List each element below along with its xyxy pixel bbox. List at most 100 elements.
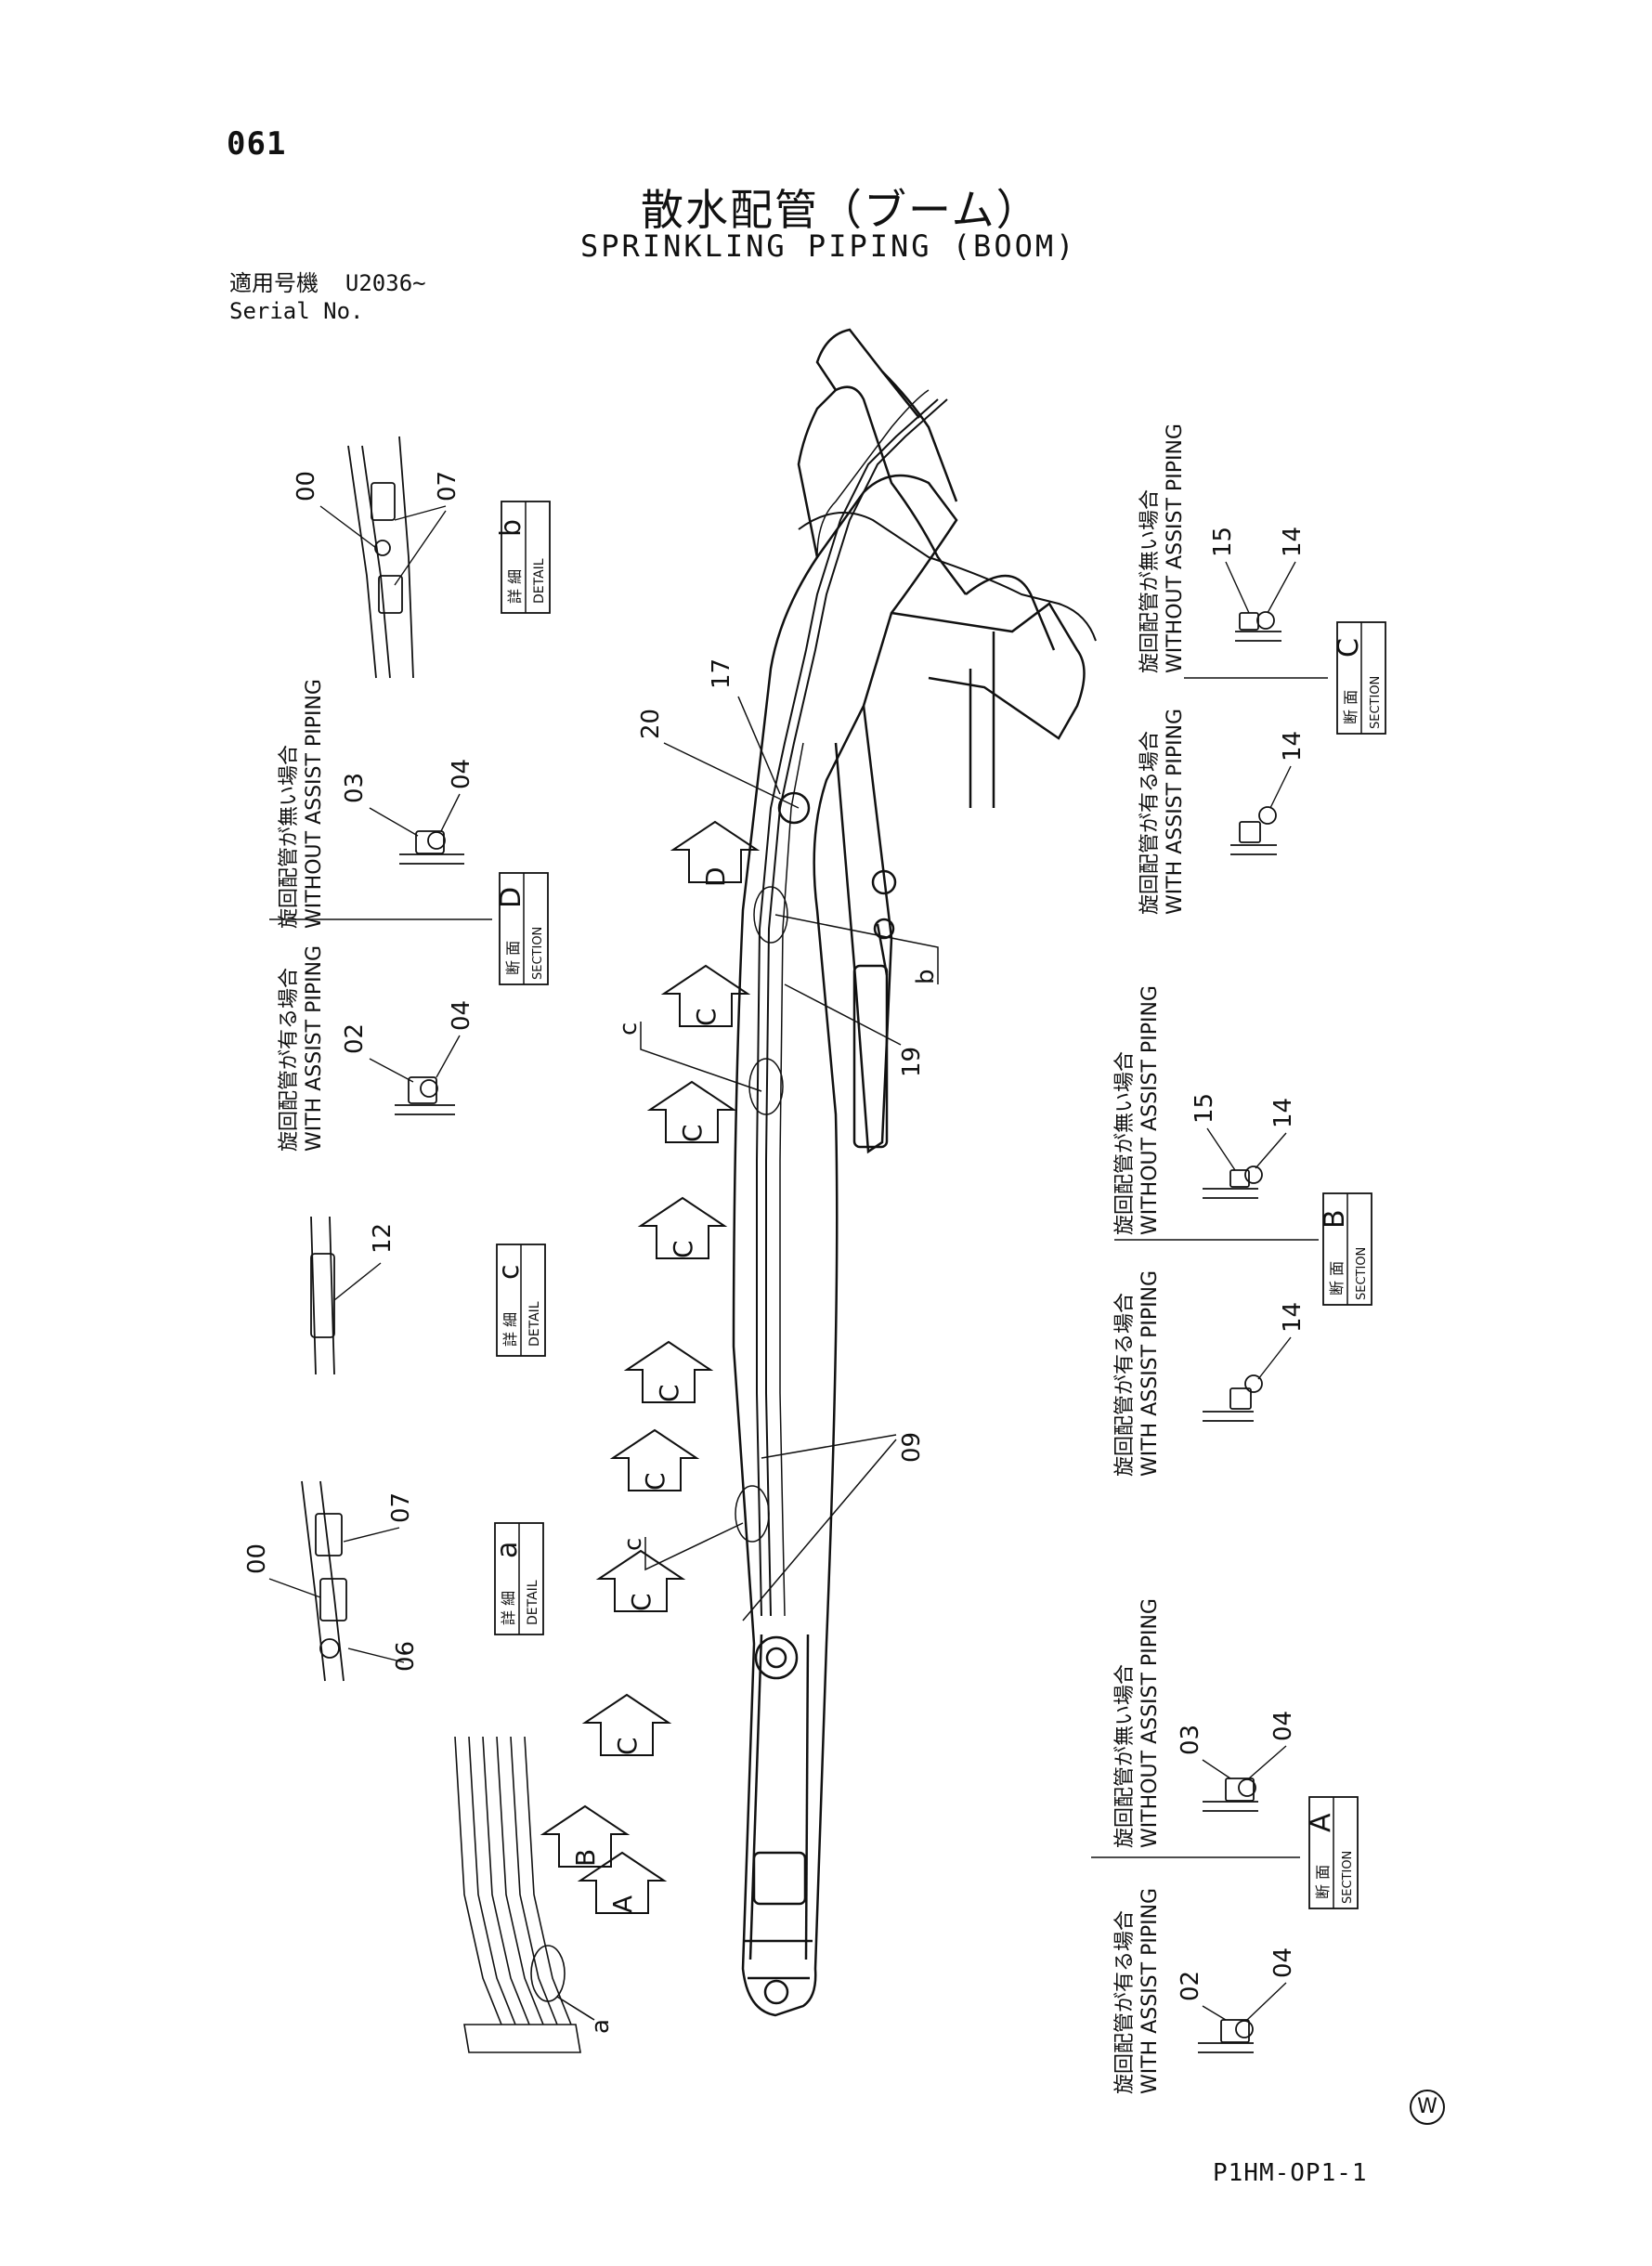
left-labels: 旋回配管が無い場合 WITHOUT ASSIST PIPING 旋回配管が有る場… [278, 679, 326, 1152]
detail-b-jp: 詳 細 [506, 569, 524, 604]
callout-c-upper: c [615, 1022, 643, 1035]
section-c-box: 断 面 SECTION C [1333, 621, 1386, 735]
callout-20: 20 [637, 709, 665, 739]
section-c-jp: 断 面 [1342, 690, 1359, 724]
section-d-en: SECTION [531, 927, 545, 980]
section-a-box: 断 面 SECTION A [1305, 1796, 1359, 1909]
arrow-letter-c5: C [640, 1472, 670, 1491]
section-d-without-part-03: 03 [341, 773, 369, 803]
section-b-without-label-en: WITHOUT ASSIST PIPING [1138, 985, 1162, 1235]
section-c-without-label-en: WITHOUT ASSIST PIPING [1164, 423, 1187, 673]
detail-b-letter: b [495, 519, 527, 537]
section-b-with-part-14: 14 [1279, 1302, 1307, 1333]
drawing-code: P1HM-OP1-1 [1213, 2159, 1368, 2187]
detail-c-jp: 詳 細 [501, 1312, 519, 1347]
section-b-without-part-15: 15 [1190, 1093, 1218, 1124]
detail-b-part-07: 07 [434, 471, 462, 501]
arrow-letter-c2: C [677, 1124, 708, 1142]
section-b-without-part-14: 14 [1269, 1098, 1297, 1128]
section-d-box: 断 面 SECTION D [495, 872, 549, 985]
callout-c-lower: c [619, 1538, 647, 1551]
arrow-letter-a: A [607, 1895, 638, 1913]
serial-block: 適用号機 U2036~ Serial No. [229, 269, 426, 325]
section-b-labels: 旋回配管が無い場合 WITHOUT ASSIST PIPING 旋回配管が有る場… [1113, 985, 1162, 1477]
callout-19: 19 [898, 1047, 926, 1077]
callout-17: 17 [708, 658, 735, 689]
section-a-without-label-en: WITHOUT ASSIST PIPING [1138, 1598, 1162, 1848]
section-b-letter: B [1319, 1209, 1351, 1229]
section-a-labels: 旋回配管が無い場合 WITHOUT ASSIST PIPING 旋回配管が有る場… [1113, 1598, 1162, 2094]
serial-value: U2036~ [345, 270, 426, 296]
arrow-letter-c4: C [654, 1384, 684, 1402]
section-a-with-part-02: 02 [1177, 1971, 1204, 2001]
section-d-without-label-en: WITHOUT ASSIST PIPING [303, 679, 326, 929]
section-d-jp: 断 面 [504, 941, 522, 975]
section-c-en: SECTION [1369, 676, 1383, 729]
section-a-jp: 断 面 [1314, 1865, 1332, 1899]
section-d-without-label-jp: 旋回配管が無い場合 [278, 745, 301, 929]
detail-c-drawing [310, 1216, 335, 1375]
title-japanese: 散水配管（ブーム） [641, 185, 1041, 235]
section-d-drawings [395, 830, 464, 1115]
detail-b-drawing [347, 436, 414, 679]
detail-c-part-12: 12 [369, 1223, 397, 1254]
section-c-with-part-14: 14 [1279, 731, 1307, 762]
detail-b-box: 詳 細 DETAIL b [495, 501, 551, 614]
section-c-without-part-15: 15 [1209, 527, 1237, 557]
section-d-with-label-en: WITH ASSIST PIPING [303, 945, 326, 1152]
arrow-letter-c3: C [668, 1240, 698, 1258]
detail-b-en: DETAIL [532, 558, 547, 604]
section-d-without-part-04: 04 [448, 759, 475, 789]
detail-a-jp: 詳 細 [500, 1591, 517, 1625]
section-d-with-label-jp: 旋回配管が有る場合 [278, 968, 301, 1152]
section-a-letter: A [1305, 1813, 1337, 1832]
section-b-without-label-jp: 旋回配管が無い場合 [1113, 1051, 1137, 1235]
detail-a-part-06: 06 [392, 1641, 420, 1672]
section-a-with-label-jp: 旋回配管が有る場合 [1113, 1910, 1137, 2094]
section-b-with-label-en: WITH ASSIST PIPING [1138, 1270, 1162, 1477]
arrow-letter-d: D [700, 866, 731, 887]
detail-c-en: DETAIL [527, 1301, 542, 1347]
section-a-without-part-04: 04 [1269, 1711, 1297, 1741]
detail-a-part-00: 00 [243, 1543, 271, 1574]
view-arrow-letters: D C C C C C C C B A [570, 866, 731, 1913]
detail-a-box: 詳 細 DETAIL a [491, 1522, 544, 1635]
callout-b: b [912, 969, 940, 984]
section-b-box: 断 面 SECTION B [1319, 1192, 1372, 1306]
section-a-without-label-jp: 旋回配管が無い場合 [1113, 1664, 1137, 1848]
page-number: 061 [227, 125, 287, 163]
section-b-jp: 断 面 [1328, 1261, 1346, 1296]
section-b-en: SECTION [1355, 1247, 1369, 1300]
detail-a-part-07: 07 [387, 1492, 415, 1523]
detail-c-letter: c [493, 1265, 526, 1281]
detail-a-drawing [301, 1480, 347, 1682]
title-english: SPRINKLING PIPING (BOOM) [580, 228, 1077, 264]
arrow-letter-c1: C [691, 1008, 722, 1026]
section-c-without-label-jp: 旋回配管が無い場合 [1138, 489, 1162, 673]
section-a-with-part-04: 04 [1269, 1947, 1297, 1978]
section-d-with-part-02: 02 [341, 1023, 369, 1054]
callout-a: a [587, 2019, 615, 2034]
detail-a-letter: a [491, 1542, 524, 1558]
section-a-en: SECTION [1341, 1851, 1355, 1904]
detail-b-part-00: 00 [293, 471, 320, 501]
section-c-with-label-jp: 旋回配管が有る場合 [1138, 731, 1162, 915]
boom-assembly [732, 328, 1097, 2017]
arrow-letter-c7: C [612, 1737, 643, 1755]
section-c-drawings [1230, 611, 1281, 855]
callout-09: 09 [898, 1432, 926, 1463]
detail-c-box: 詳 細 DETAIL c [493, 1244, 546, 1357]
section-a-without-part-03: 03 [1177, 1725, 1204, 1755]
section-c-with-label-en: WITH ASSIST PIPING [1164, 709, 1187, 915]
view-arrows [540, 820, 761, 1914]
arrow-letter-b: B [570, 1849, 601, 1867]
section-b-with-label-jp: 旋回配管が有る場合 [1113, 1293, 1137, 1477]
section-d-letter: D [495, 887, 527, 908]
detail-a-en: DETAIL [526, 1580, 540, 1625]
section-c-labels: 旋回配管が無い場合 WITHOUT ASSIST PIPING 旋回配管が有る場… [1138, 423, 1187, 915]
hose-bundle-lower [454, 1736, 595, 2053]
section-d-with-part-04: 04 [448, 1000, 475, 1031]
serial-label-en: Serial No. [229, 298, 364, 324]
section-b-drawings [1203, 1166, 1263, 1422]
